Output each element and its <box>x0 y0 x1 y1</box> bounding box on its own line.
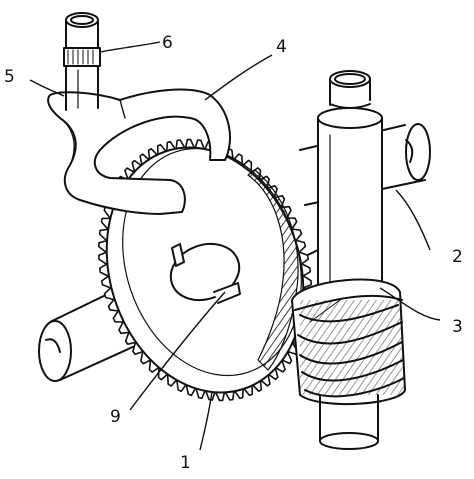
worm-shaft-3 <box>291 70 406 450</box>
label-1: 1 <box>180 453 191 473</box>
pin-6 <box>63 12 101 111</box>
leader-6 <box>99 41 161 53</box>
leader-2 <box>395 189 431 251</box>
label-6: 6 <box>162 33 173 53</box>
label-4: 4 <box>276 37 287 57</box>
label-9: 9 <box>110 407 121 427</box>
leader-5 <box>29 79 65 97</box>
bracket-arm-4 <box>47 88 231 215</box>
leader-9 <box>129 291 226 411</box>
leader-1 <box>199 391 213 451</box>
leader-lines <box>29 41 441 451</box>
label-5: 5 <box>4 67 15 87</box>
label-3: 3 <box>452 317 463 337</box>
leader-3 <box>379 287 441 321</box>
worm-wheel-1 <box>98 138 312 402</box>
label-2: 2 <box>452 247 463 267</box>
leader-4 <box>204 54 273 101</box>
